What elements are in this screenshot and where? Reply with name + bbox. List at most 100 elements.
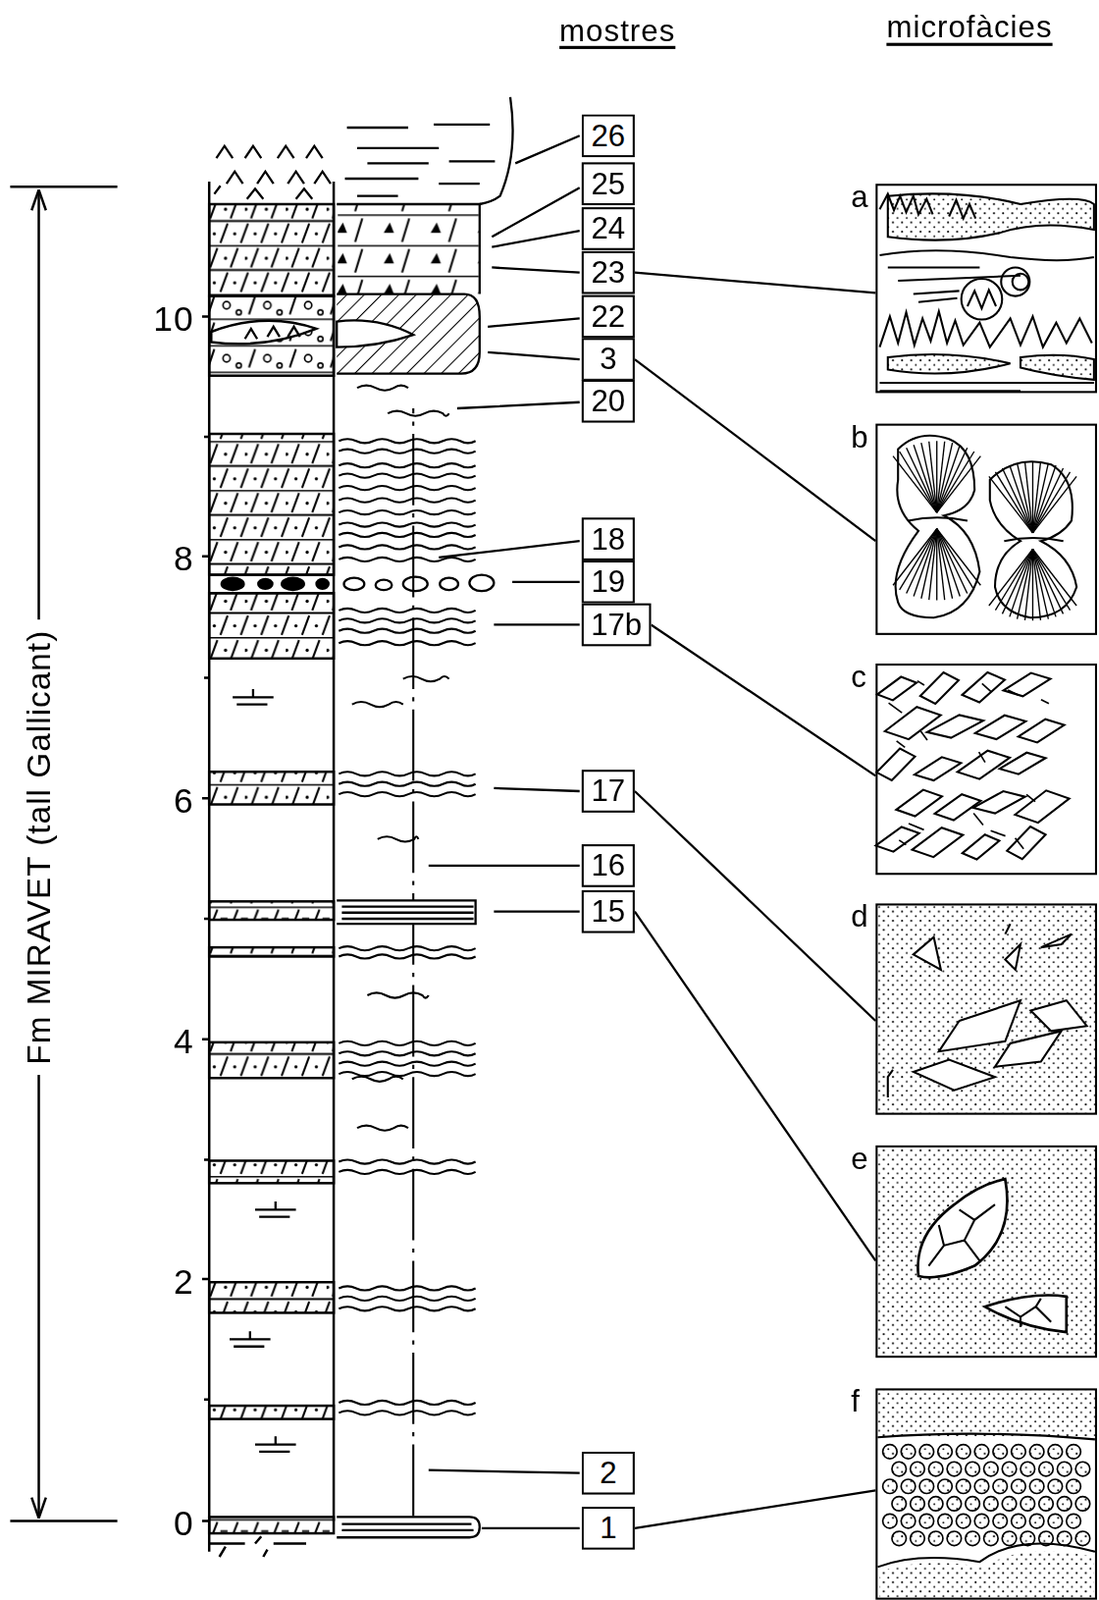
ooid-packing	[883, 1444, 1091, 1546]
ooid	[928, 1461, 943, 1476]
crystal-edge	[973, 813, 984, 826]
ooid	[1047, 1513, 1063, 1528]
shell-rib	[937, 528, 982, 586]
microfacies-panel: c	[875, 663, 1098, 875]
rhomb	[876, 826, 920, 851]
shell-rib	[936, 440, 938, 513]
sample-box: 17	[581, 769, 635, 813]
microfacies-panel: f	[875, 1387, 1098, 1599]
ooid	[938, 1513, 953, 1528]
ooid	[1039, 1461, 1054, 1476]
ooid	[891, 1530, 907, 1546]
bedding-wave	[338, 1410, 475, 1414]
sample-box: 2	[581, 1451, 635, 1495]
rhomb	[973, 790, 1026, 813]
bedding-wave	[338, 791, 475, 796]
leader-line	[634, 911, 876, 1261]
crystal-edge	[1041, 699, 1049, 704]
bedding-wave	[338, 438, 475, 443]
ooid	[919, 1478, 935, 1494]
ooid	[984, 1496, 999, 1512]
bedding-wave	[403, 676, 450, 681]
shell-rib	[921, 528, 938, 599]
ooid	[1075, 1530, 1091, 1546]
ooid	[928, 1530, 943, 1546]
shell-rib	[1032, 475, 1077, 533]
bedding-wave	[377, 836, 419, 841]
ooid	[900, 1444, 916, 1460]
scale-number: 4	[173, 1023, 195, 1058]
bedding-wave	[338, 953, 475, 958]
crystal-edge	[896, 740, 906, 748]
sample-box: 18	[581, 517, 635, 561]
ooid	[938, 1444, 953, 1460]
ooid	[946, 1496, 962, 1512]
shell-rib	[1032, 465, 1056, 533]
panel-letter: e	[850, 1143, 868, 1174]
rhomb	[920, 672, 959, 704]
panel-letter: f	[850, 1385, 860, 1416]
sample-box: 25	[581, 161, 635, 206]
shell-hinge	[1003, 537, 1063, 541]
bedding-wave	[338, 557, 475, 562]
crystal-edge	[1026, 793, 1036, 801]
ooid	[1066, 1478, 1082, 1494]
rhomb-mosaic	[876, 672, 1070, 860]
ooid	[993, 1478, 1008, 1494]
ooid	[974, 1444, 990, 1460]
crystal-edge	[908, 823, 925, 830]
ooid	[928, 1496, 943, 1512]
bedding-wave	[338, 1296, 475, 1301]
crystal-edge	[917, 680, 925, 685]
panel-letter: b	[850, 421, 868, 453]
shell-rib	[929, 528, 938, 600]
ooid	[1011, 1478, 1027, 1494]
crystal-edge	[1007, 689, 1018, 695]
ooid	[883, 1478, 898, 1494]
sample-number: 18	[590, 523, 626, 555]
scale-number: 2	[173, 1263, 195, 1299]
microfacies-panel: b	[875, 423, 1098, 635]
shell-rib	[1032, 549, 1034, 622]
sample-number: 24	[590, 212, 626, 244]
ooid	[1020, 1496, 1036, 1512]
sample-box: 3	[581, 337, 635, 381]
shell-rib	[1032, 549, 1070, 611]
ooid	[1075, 1496, 1091, 1512]
ooid	[919, 1444, 935, 1460]
leader-line	[634, 359, 876, 541]
bedding-wave	[338, 608, 475, 613]
ooid	[1001, 1496, 1017, 1512]
shell-rib	[1032, 461, 1034, 533]
crystal-edge	[889, 702, 903, 713]
sample-number: 16	[590, 849, 626, 881]
leader-line	[634, 1489, 876, 1527]
sample-number: 17	[590, 775, 626, 806]
sample-box: 23	[581, 251, 635, 295]
scale-number: 8	[173, 540, 195, 576]
shell-rib	[936, 528, 938, 601]
panel-letter: c	[850, 661, 867, 692]
ooid	[1066, 1444, 1082, 1460]
shell-rib	[1001, 468, 1033, 533]
ooid	[993, 1513, 1008, 1528]
ooid	[955, 1513, 971, 1528]
shell-rib	[906, 528, 938, 594]
shell-rib	[929, 441, 938, 513]
ooid	[955, 1478, 971, 1494]
bedding-wave	[338, 1285, 475, 1290]
sample-number: 2	[599, 1457, 617, 1488]
ooid	[1029, 1478, 1045, 1494]
bedding-wave	[338, 618, 475, 623]
bedding-wave	[357, 385, 409, 391]
shell-hinge	[908, 517, 968, 521]
rhomb	[885, 706, 942, 739]
shell-rib	[937, 528, 975, 590]
ooid	[1056, 1496, 1072, 1512]
rhomb	[1014, 789, 1069, 823]
sample-box: 22	[581, 295, 635, 339]
ooid	[965, 1496, 981, 1512]
bedding-wave	[338, 485, 475, 490]
bedding-wave	[338, 771, 475, 776]
sample-number: 22	[590, 301, 626, 332]
